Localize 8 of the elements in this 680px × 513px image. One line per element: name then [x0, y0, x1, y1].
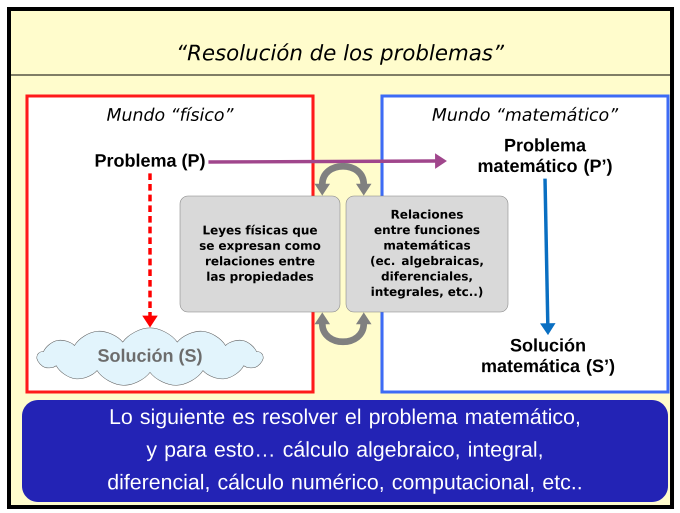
title: “Resolución de los problemas” — [178, 43, 504, 65]
problem-label: Problema (P) — [96, 154, 205, 170]
problem-label: Solución matemática (S’) — [482, 338, 614, 376]
solution-cloud: Solución (S) — [36, 328, 264, 386]
note-banner: Lo siguiente es resolver el problema matemático, y para esto… cálculo algebraico, integral, diferencial, cálculo numérico, computacional, etc.. — [22, 400, 668, 502]
relation-box: Leyes físicas que se expresan como relaciones entre las propiedades — [180, 196, 340, 312]
problem-label: Problema matemático (P’) — [478, 138, 612, 176]
relation-box: Relaciones entre funciones matemáticas (ec. algebraicas, diferenciales, integrales, etc..) — [346, 196, 508, 312]
